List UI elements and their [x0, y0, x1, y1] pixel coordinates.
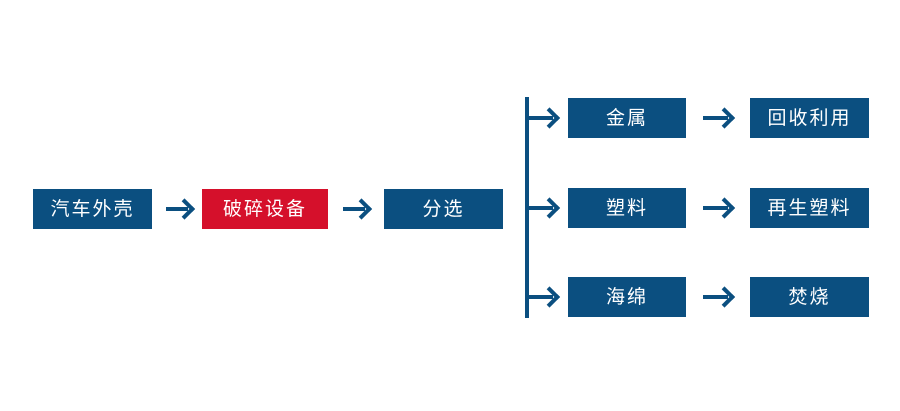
arrow-sponge-to-incineration [703, 286, 736, 308]
arrow-head [538, 197, 561, 219]
arrow-head [713, 286, 736, 308]
arrow-head [713, 197, 736, 219]
arrow-shaft [166, 207, 188, 211]
arrow-trunk-to-sponge [528, 286, 561, 308]
arrow-shaft [703, 116, 728, 120]
branch-trunk-line [525, 97, 529, 318]
arrow-head [350, 198, 373, 220]
node-material-metal[interactable]: 金属 [568, 98, 686, 138]
arrow-shaft [528, 295, 553, 299]
arrow-trunk-to-plastic [528, 197, 561, 219]
arrow-shaft [703, 206, 728, 210]
node-destination-recycle[interactable]: 回收利用 [750, 98, 869, 138]
arrow-metal-to-recycle [703, 107, 736, 129]
arrow-shaft [703, 295, 728, 299]
arrow-shaft [343, 207, 365, 211]
arrow-head [538, 107, 561, 129]
node-material-sponge[interactable]: 海绵 [568, 277, 686, 317]
arrow-head [173, 198, 196, 220]
arrow-plastic-to-regenerated [703, 197, 736, 219]
arrow-shaft [528, 206, 553, 210]
arrow-head [713, 107, 736, 129]
arrow-shaft [528, 116, 553, 120]
node-input[interactable]: 汽车外壳 [33, 189, 152, 229]
arrow-shredder-to-sorting [343, 198, 373, 220]
node-material-plastic[interactable]: 塑料 [568, 188, 686, 228]
arrow-input-to-shredder [166, 198, 196, 220]
node-destination-regenerated-plastic[interactable]: 再生塑料 [750, 188, 869, 228]
arrow-head [538, 286, 561, 308]
node-shredder[interactable]: 破碎设备 [202, 189, 328, 229]
arrow-trunk-to-metal [528, 107, 561, 129]
node-sorting[interactable]: 分选 [384, 189, 503, 229]
node-destination-incineration[interactable]: 焚烧 [750, 277, 869, 317]
